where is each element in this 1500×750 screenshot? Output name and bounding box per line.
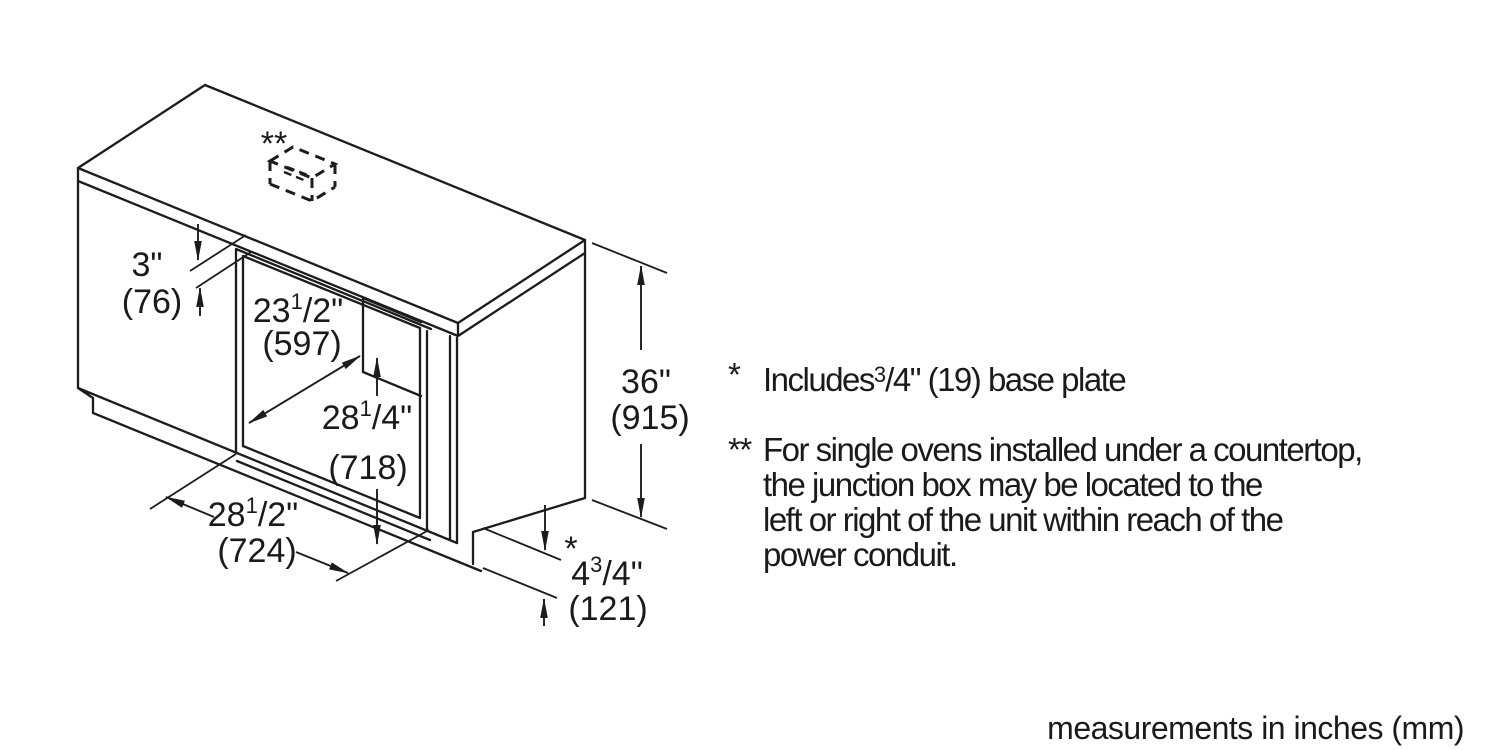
- width-arrow-left: [165, 496, 215, 518]
- cabinet-outline: [76, 83, 587, 573]
- base-plate-asterisk: *: [564, 530, 577, 568]
- note-junction-box-line-4: power conduit.: [763, 536, 958, 573]
- depth-dim-inches: 231/2": [253, 289, 344, 330]
- note-junction-box-line-3: left or right of the unit within reach o…: [763, 501, 1284, 538]
- base-height-dim-mm: (121): [568, 590, 647, 628]
- countertop-top-face: [76, 83, 587, 325]
- counter-height-dim-inches: 36": [621, 363, 671, 401]
- width-arrow-right: [295, 551, 349, 574]
- junction-box-dashed: [266, 145, 339, 203]
- depth-dim-mm: (597): [262, 325, 341, 363]
- dimension-labels: 3" (76) 231/2" (597) 281/4" (718) 281/2"…: [122, 125, 690, 628]
- junction-box-outline: [266, 145, 339, 203]
- note-junction-box-marker: **: [728, 431, 752, 468]
- base-height-dim-inches: 43/4": [571, 552, 643, 593]
- rail-dim-ticks: [189, 234, 252, 289]
- cabinet-right-side: [448, 251, 587, 566]
- width-dim-ticks: [149, 453, 430, 582]
- note-base-plate-frac-rest: /4": [885, 361, 921, 398]
- opening-height-dim-mm: (718): [328, 449, 407, 487]
- note-base-plate: * Includes3/4" (19) base plate: [728, 356, 1127, 398]
- note-junction-box-line-1: For single ovens installed under a count…: [763, 431, 1363, 468]
- counter-height-dim-mm: (915): [610, 399, 689, 437]
- base-height-dim-ticks: [482, 527, 562, 599]
- counter-height-dim-ticks: [591, 242, 668, 530]
- dimension-arrows: [165, 224, 645, 626]
- rail-dim-mm: (76): [122, 283, 182, 321]
- note-junction-box: ** For single ovens installed under a co…: [728, 431, 1363, 573]
- note-base-plate-marker: *: [728, 356, 741, 393]
- units-footer: measurements in inches (mm): [1047, 710, 1464, 746]
- note-base-plate-suffix: (19) base plate: [919, 361, 1127, 398]
- rail-dim-inches: 3": [132, 246, 163, 284]
- junction-box-knockout: [283, 165, 311, 183]
- depth-arrow: [248, 355, 361, 424]
- countertop-thickness: [76, 166, 587, 338]
- opening-height-dim-inches: 281/4": [322, 396, 413, 437]
- width-dim-inches: 281/2": [208, 493, 299, 534]
- note-base-plate-frac-num: 3: [873, 362, 886, 387]
- width-dim-mm: (724): [217, 532, 296, 570]
- cutout-interior: [361, 296, 423, 398]
- cabinet-left-panel: [76, 179, 483, 573]
- note-base-plate-prefix: Includes: [763, 361, 875, 398]
- dimension-extension-lines: [149, 234, 668, 599]
- cutout-frame: [234, 247, 433, 542]
- note-base-plate-text: Includes3/4" (19) base plate: [763, 357, 1127, 398]
- junction-box-asterisks: **: [261, 125, 287, 163]
- note-junction-box-line-2: the junction box may be located to the: [763, 466, 1263, 503]
- note-junction-box-text: For single ovens installed under a count…: [763, 431, 1363, 573]
